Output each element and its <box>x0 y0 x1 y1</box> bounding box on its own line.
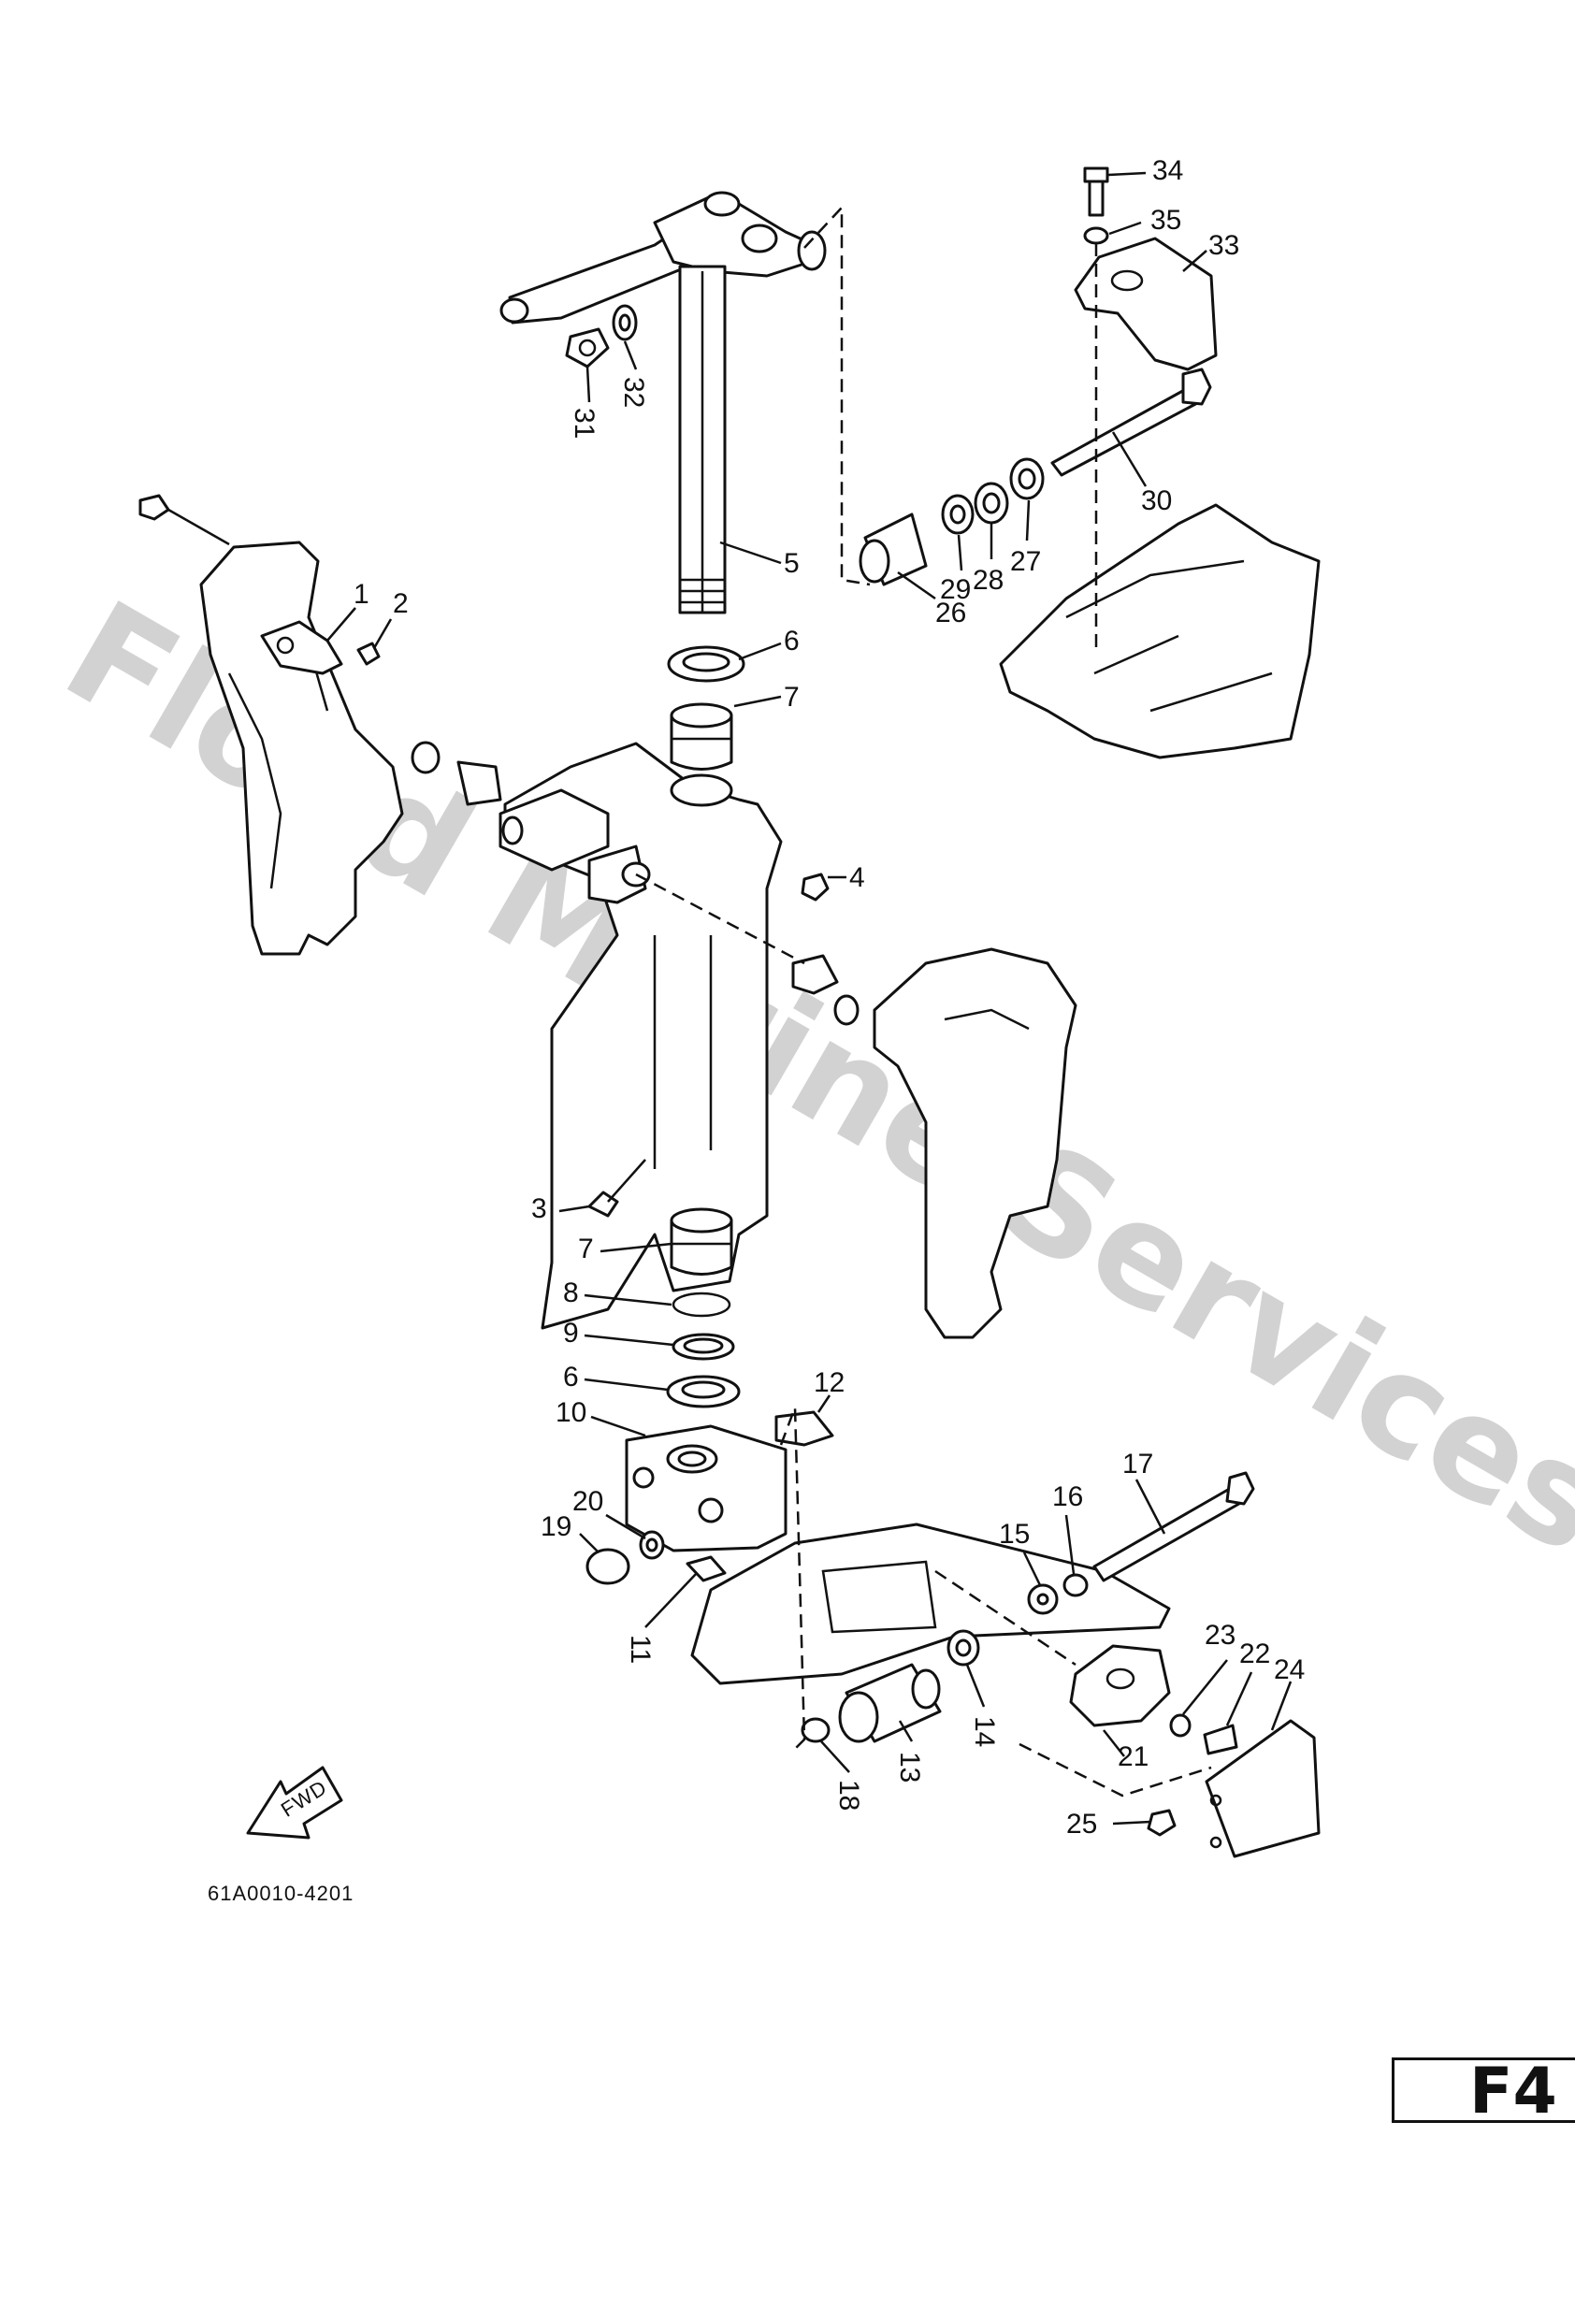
callout-6-lower: 6 <box>563 1362 579 1393</box>
pin-right <box>791 954 860 1026</box>
callout-19: 19 <box>541 1511 571 1542</box>
callout-8: 8 <box>563 1277 579 1308</box>
callout-15: 15 <box>999 1519 1030 1550</box>
lower-case-plate <box>690 1523 1171 1685</box>
swivel-bracket <box>499 742 783 1330</box>
callout-27: 27 <box>1010 546 1041 577</box>
bolt-30 <box>1050 368 1212 477</box>
diagram-code: 61A0010-4201 <box>208 1882 354 1905</box>
upper-cowling-frame <box>999 503 1321 759</box>
assembly-line-top <box>803 204 871 586</box>
callout-13: 13 <box>894 1752 925 1783</box>
washer-28 <box>974 482 1009 525</box>
mount-bracket-21 <box>1069 1644 1171 1727</box>
callout-3: 3 <box>531 1193 547 1224</box>
bushing-7-upper <box>670 702 733 771</box>
callout-2: 2 <box>393 588 409 619</box>
washer-6-upper <box>667 645 745 683</box>
nut-16 <box>1062 1573 1089 1597</box>
washer-15 <box>1027 1583 1059 1615</box>
callout-4: 4 <box>849 862 865 893</box>
callout-7-upper: 7 <box>784 682 800 713</box>
callout-24: 24 <box>1274 1654 1305 1685</box>
washer-9 <box>672 1333 735 1361</box>
callout-1: 1 <box>354 579 369 610</box>
assembly-line-cover <box>1019 1742 1212 1797</box>
rubber-mount-13 <box>838 1663 942 1743</box>
clamp-bracket-right <box>873 947 1077 1339</box>
plug-19 <box>585 1548 630 1585</box>
pin-left <box>411 741 502 806</box>
rubber-mount-26 <box>859 512 928 586</box>
callout-18: 18 <box>833 1780 864 1811</box>
assembly-line-lower <box>779 1407 806 1750</box>
callout-7-lower: 7 <box>578 1234 594 1264</box>
bolt-17 <box>1092 1471 1255 1582</box>
callout-9: 9 <box>563 1318 579 1349</box>
steering-arm <box>499 191 827 614</box>
washer-35 <box>1083 226 1109 245</box>
screw-3 <box>587 1159 646 1218</box>
callout-21: 21 <box>1118 1741 1149 1772</box>
washer-32 <box>612 304 638 341</box>
callout-33: 33 <box>1208 230 1239 261</box>
washer-20 <box>639 1530 665 1560</box>
bushing-7-lower <box>670 1207 733 1276</box>
callout-25: 25 <box>1066 1809 1097 1840</box>
bolt-22 <box>1203 1724 1238 1755</box>
assembly-line-mount <box>934 1569 1076 1667</box>
washer-6-lower <box>666 1375 741 1408</box>
callout-20: 20 <box>572 1486 603 1517</box>
sensor-cable <box>138 494 230 546</box>
callout-11: 11 <box>625 1635 656 1664</box>
leader-lines <box>326 171 1293 1826</box>
o-ring-8 <box>672 1292 731 1318</box>
fwd-arrow-icon: FWD <box>246 1766 343 1840</box>
washer-27 <box>1009 457 1045 500</box>
clip-11 <box>686 1555 727 1582</box>
lower-mount-housing-10 <box>625 1424 788 1552</box>
callout-30: 30 <box>1141 485 1172 516</box>
callout-22: 22 <box>1239 1638 1270 1669</box>
callout-23: 23 <box>1205 1620 1235 1651</box>
screw-2 <box>356 642 381 666</box>
callout-16: 16 <box>1052 1481 1083 1512</box>
callout-31: 31 <box>569 408 600 439</box>
callout-17: 17 <box>1122 1449 1153 1480</box>
washer-29 <box>941 494 975 535</box>
upper-mount-bracket-33 <box>1074 237 1218 371</box>
nut-25 <box>1147 1809 1177 1837</box>
pin-12 <box>774 1410 834 1447</box>
callout-35: 35 <box>1150 205 1181 236</box>
callout-26: 26 <box>935 598 966 628</box>
washer-14 <box>946 1629 980 1667</box>
washer-18 <box>801 1717 831 1743</box>
callout-10: 10 <box>556 1397 586 1428</box>
sensor-1 <box>260 620 343 675</box>
callout-14: 14 <box>969 1716 1000 1747</box>
callout-12: 12 <box>814 1367 845 1398</box>
page-tag-label: F4 <box>1469 2055 1557 2129</box>
washer-23 <box>1169 1713 1192 1738</box>
callout-5: 5 <box>784 548 800 579</box>
callout-28: 28 <box>973 565 1004 596</box>
page-tag: F4 <box>1392 2055 1575 2129</box>
nut-31 <box>565 327 610 368</box>
callout-34: 34 <box>1152 155 1183 186</box>
callout-29: 29 <box>940 574 971 605</box>
assembly-line-pivot <box>635 873 805 965</box>
nut-4 <box>801 873 830 902</box>
callout-6-upper: 6 <box>784 626 800 657</box>
cover-24 <box>1205 1719 1321 1858</box>
bolt-34 <box>1083 166 1109 217</box>
callout-32: 32 <box>618 377 649 408</box>
